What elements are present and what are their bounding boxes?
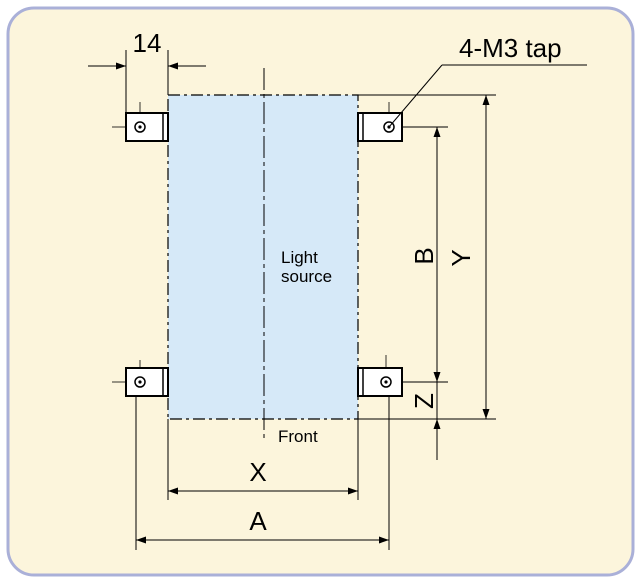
light-source-label-line2: source <box>281 267 332 286</box>
front-label: Front <box>278 427 318 446</box>
dim-label-14: 14 <box>133 28 162 58</box>
bracket-top-right <box>357 112 403 142</box>
bracket-top-left <box>125 112 169 142</box>
dim-label-z: Z <box>409 393 439 409</box>
dim-label-b: B <box>409 247 439 264</box>
light-source-label-line1: Light <box>281 248 318 267</box>
hole-center-lines <box>112 102 390 383</box>
dim-label-a: A <box>249 506 267 536</box>
dimension-14 <box>88 50 206 113</box>
extension-lines-horizontal <box>135 396 390 550</box>
light-source-area <box>167 94 359 420</box>
tap-leader <box>388 64 587 128</box>
dim-label-y: Y <box>446 249 476 266</box>
tap-label: 4-M3 tap <box>459 33 562 63</box>
bracket-bottom-left <box>125 367 169 397</box>
bracket-bottom-right <box>357 367 403 397</box>
dim-label-x: X <box>249 457 266 487</box>
